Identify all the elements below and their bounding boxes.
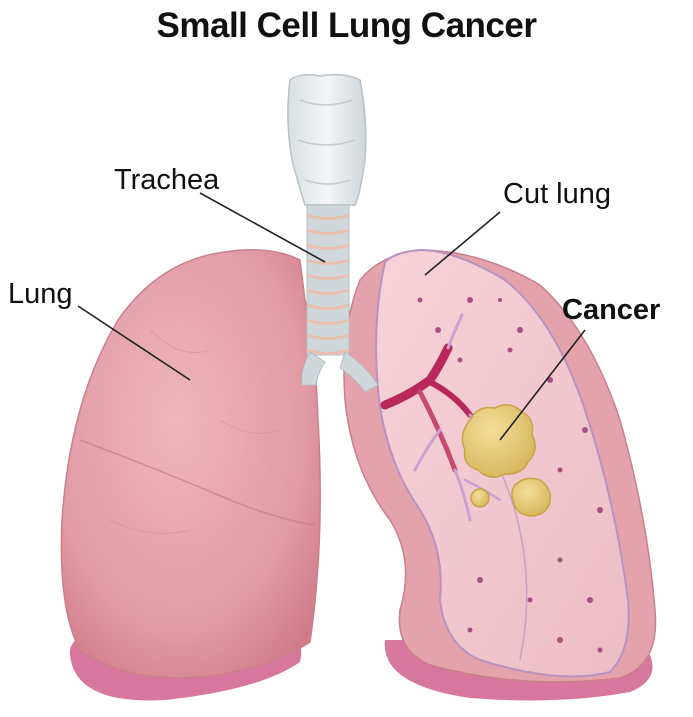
cancer-leader xyxy=(499,329,586,441)
diagram-title: Small Cell Lung Cancer xyxy=(156,6,537,45)
left-lung-fissure xyxy=(79,439,316,526)
cancer-label: Cancer xyxy=(562,294,661,326)
cancer-tumors xyxy=(461,404,552,517)
right-bronchus xyxy=(339,351,379,393)
leader-lines xyxy=(77,192,586,441)
tumor-small-1 xyxy=(511,477,552,517)
left-lung-body xyxy=(60,249,321,679)
cut-lung-leader xyxy=(424,211,501,276)
lung-leader xyxy=(77,305,191,381)
lung-label: Lung xyxy=(8,278,73,310)
tumor-small-2 xyxy=(470,488,490,508)
tumor-main xyxy=(461,404,536,478)
left-lung xyxy=(60,249,321,701)
trachea xyxy=(287,73,379,393)
trachea-label: Trachea xyxy=(114,164,220,196)
trachea-leader xyxy=(199,192,326,263)
larynx xyxy=(287,73,367,206)
left-bronchus xyxy=(301,351,326,386)
cut-lung-label: Cut lung xyxy=(503,178,612,210)
